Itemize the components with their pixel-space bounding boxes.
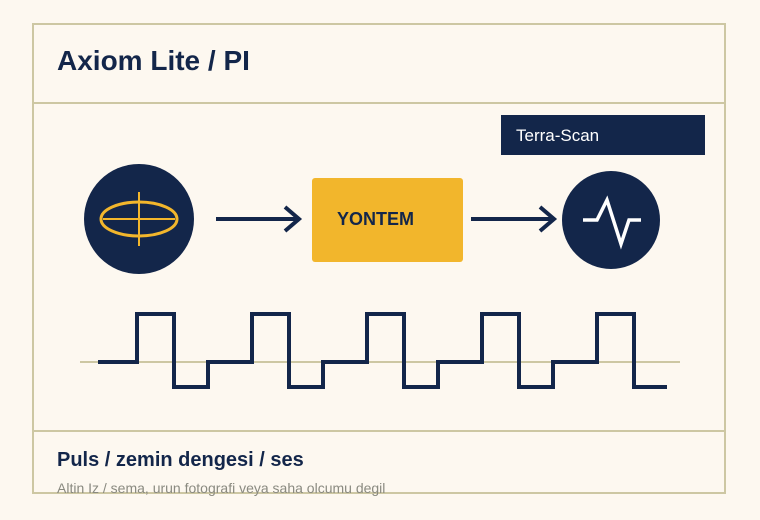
footer-title: Puls / zemin dengesi / ses [57, 449, 304, 471]
page-title: Axiom Lite / PI [57, 45, 250, 76]
output-label: Terra-Scan [516, 126, 599, 145]
footer-subtitle: Altin Iz / sema, urun fotografi veya sah… [57, 480, 386, 496]
ellipse-crosshair-icon [84, 164, 194, 274]
card-footer: Puls / zemin dengesi / ses Altin Iz / se… [34, 430, 724, 496]
arrow-right-icon [471, 205, 558, 233]
card-header: Axiom Lite / PI [34, 25, 724, 104]
output-label-box: Terra-Scan [501, 115, 705, 155]
square-pulse-train [98, 312, 667, 389]
processor-label: YONTEM [337, 209, 414, 229]
processor-box: YONTEM [312, 178, 463, 262]
arrow-right-icon [216, 205, 303, 233]
pulse-wave-icon [562, 171, 660, 269]
